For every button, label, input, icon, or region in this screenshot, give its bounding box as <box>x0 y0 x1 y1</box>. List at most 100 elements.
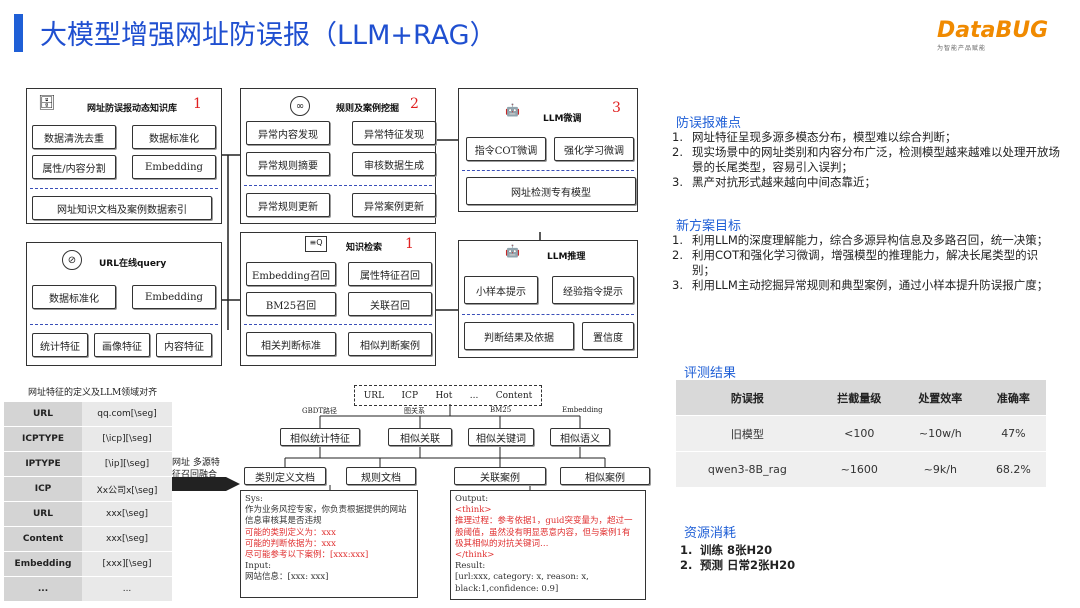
logo: DataBUG 为智能产品赋能 <box>937 18 1057 52</box>
retrieve-step-number: 1 <box>405 236 414 252</box>
query-divider <box>30 324 218 325</box>
kb-item: Embedding <box>132 155 216 179</box>
list-item: 1.利用LLM的深度理解能力，综合多源异构信息及多路召回，统一决策； <box>672 233 1049 247</box>
list-item: 2.现实场景中的网址类别和内容分布广泛，检测模型越来越难以处理开放场景的长尾类型… <box>672 145 1060 174</box>
align-value: [\ip][\seg] <box>82 451 172 477</box>
rules-divider <box>244 185 432 186</box>
table-header: 处置效率 <box>899 380 981 416</box>
align-value: qq.com[\seg] <box>82 402 172 427</box>
list-item: 2.利用COT和强化学习微调，增强模型的推理能力，解决长尾类型的识别； <box>672 248 1057 278</box>
ft-step-number: 3 <box>612 100 621 116</box>
list-item-text: 训练 8张H20 <box>700 543 773 557</box>
align-key: URL <box>4 501 82 527</box>
align-key: ICP <box>4 476 82 502</box>
table-cell: ~9k/h <box>899 451 981 488</box>
retrieve-item: Embedding召回 <box>246 262 336 286</box>
path-label: Embedding <box>562 406 603 414</box>
table-header-row: 防误报 拦截量级 处置效率 准确率 <box>676 380 1046 416</box>
recall-mid-item: 相似关键词 <box>468 428 534 446</box>
query-item: 统计特征 <box>32 333 88 357</box>
infer-item: 经验指令提示 <box>552 276 634 304</box>
list-item: 3.利用LLM主动挖掘异常规则和典型案例，通过小样本提升防误报广度； <box>672 278 1049 292</box>
table-header: 拦截量级 <box>818 380 900 416</box>
recall-mid-item: 相似统计特征 <box>280 428 360 446</box>
align-value: [\icp][\seg] <box>82 426 172 452</box>
align-key: IPTYPE <box>4 451 82 477</box>
list-item: 2.预测 日常2张H20 <box>680 558 796 572</box>
goals-title: 新方案目标 <box>676 219 742 234</box>
source-item: ICP <box>401 390 419 401</box>
logo-text: DataBUG <box>937 18 1049 43</box>
difficulties-list: 1.网址特征呈现多源多模态分布，模型难以综合判断； 2.现实场景中的网址类别和内… <box>672 130 1062 190</box>
list-item-text: 网址特征呈现多源多模态分布，模型难以综合判断； <box>692 130 957 144</box>
kb-footer: 网址知识文档及案例数据索引 <box>32 196 212 220</box>
table-header: 准确率 <box>980 380 1046 416</box>
prompt-box: Sys: 作为业务风控专家，你负责根据提供的网站 信息审核其是否违规 可能的类别… <box>240 490 418 598</box>
retrieve-divider <box>244 324 432 325</box>
globe-icon: ⊘ <box>62 250 82 270</box>
rules-item: 异常规则更新 <box>246 193 330 217</box>
rules-item: 异常特征发现 <box>352 121 436 145</box>
recall-sources: URL ICP Hot ... Content <box>354 385 542 406</box>
rules-item: 异常案例更新 <box>352 193 436 217</box>
goals-list: 1.利用LLM的深度理解能力，综合多源异构信息及多路召回，统一决策； 2.利用C… <box>672 233 1057 293</box>
recall-doc-item: 类别定义文档 <box>244 467 326 485</box>
ft-item: 指令COT微调 <box>466 137 546 161</box>
table-row: IPTYPE[\ip][\seg] <box>4 451 172 477</box>
page-title: 大模型增强网址防误报（LLM+RAG） <box>40 20 497 51</box>
resources-list: 1.训练 8张H20 2.预测 日常2张H20 <box>680 543 880 573</box>
table-cell: qwen3-8B_rag <box>676 451 819 488</box>
table-cell: 旧模型 <box>676 415 819 452</box>
infer-divider <box>462 314 634 315</box>
retrieve-title: 知识检索 <box>346 243 383 253</box>
source-item: Hot <box>435 390 453 401</box>
table-row: qwen3-8B_rag ~1600 ~9k/h 68.2% <box>676 451 1046 488</box>
source-item: Content <box>495 390 533 401</box>
recall-mid-item: 相似语义 <box>550 428 610 446</box>
fusion-label: 网址 多源特征召回融合 <box>172 458 220 480</box>
prompt-line: 可能的判断依据为：xxx <box>245 538 336 549</box>
query-item: 画像特征 <box>94 333 150 357</box>
ft-model: 网址检测专有模型 <box>466 177 636 205</box>
retrieve-item: 属性特征召回 <box>348 262 432 286</box>
path-label: GBDT路径 <box>302 407 338 415</box>
ft-title: LLM微调 <box>543 114 582 124</box>
table-row: Embedding[xxx][\seg] <box>4 551 172 577</box>
list-item-text: 黑产对抗形式越来越向中间态靠近； <box>692 175 876 189</box>
rules-title: 规则及案例挖掘 <box>336 104 400 114</box>
table-cell: 47% <box>980 415 1046 452</box>
query-item: 数据标准化 <box>32 285 116 309</box>
prompt-line: Sys: <box>245 494 263 504</box>
kb-item: 数据清洗去重 <box>32 125 116 149</box>
table-cell: ~10w/h <box>899 415 981 452</box>
list-item: 3.黑产对抗形式越来越向中间态靠近； <box>672 175 876 189</box>
recall-doc-item: 关联案例 <box>454 467 546 485</box>
query-item: 内容特征 <box>156 333 212 357</box>
source-item: ... <box>469 390 479 401</box>
recall-doc-item: 相似案例 <box>560 467 650 485</box>
rules-item: 审核数据生成 <box>352 152 436 176</box>
align-value: xxx[\seg] <box>82 501 172 527</box>
list-item-text: 现实场景中的网址类别和内容分布广泛，检测模型越来越难以处理开放场景的长尾类型，容… <box>692 145 1060 174</box>
robot-icon: 🤖 <box>505 244 520 258</box>
infer-title: LLM推理 <box>547 252 586 262</box>
retrieve-item: 关联召回 <box>348 292 432 316</box>
infer-item: 判断结果及依据 <box>464 322 574 350</box>
list-item-text: 利用LLM主动挖掘异常规则和典型案例，通过小样本提升防误报广度； <box>692 278 1049 292</box>
align-value: [xxx][\seg] <box>82 551 172 577</box>
list-item: 1.网址特征呈现多源多模态分布，模型难以综合判断； <box>672 130 957 144</box>
prompt-line: 可能的类别定义为：xxx <box>245 527 336 538</box>
table-cell: 68.2% <box>980 451 1046 488</box>
path-label: BM25 <box>490 406 512 414</box>
output-box: Output: <think> 推理过程：参考依据1，guid突变量为，超过一 … <box>450 490 646 600</box>
prompt-line: 作为业务风控专家，你负责根据提供的网站 <box>245 505 407 516</box>
prompt-line: 网站信息：[xxx: xxx] <box>245 572 329 583</box>
kb-item: 数据标准化 <box>132 125 216 149</box>
infer-item: 置信度 <box>582 322 634 350</box>
list-item-text: 利用COT和强化学习微调，增强模型的推理能力，解决长尾类型的识别； <box>692 248 1039 277</box>
list-item-text: 预测 日常2张H20 <box>700 558 796 572</box>
table-cell: ~1600 <box>818 451 900 488</box>
output-line: Result: <box>455 561 486 572</box>
